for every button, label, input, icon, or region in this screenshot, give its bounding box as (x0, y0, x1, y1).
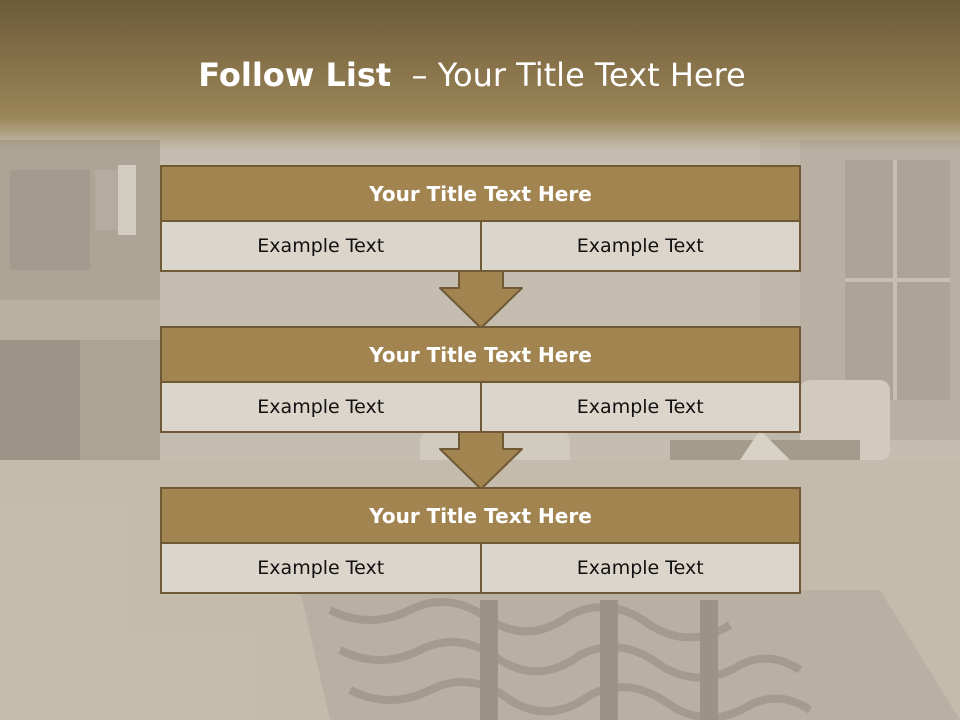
box-cell-left: Example Text (160, 222, 482, 272)
box-row: Example Text Example Text (160, 222, 801, 272)
box-title: Your Title Text Here (369, 181, 592, 206)
list-box-2: Your Title Text Here Example Text Exampl… (160, 326, 801, 433)
box-title: Your Title Text Here (369, 503, 592, 528)
slide-title: Follow List – Your Title Text Here (0, 56, 960, 94)
box-cell-left: Example Text (160, 544, 482, 594)
box-cell-right: Example Text (481, 544, 801, 594)
box-row: Example Text Example Text (160, 383, 801, 433)
box-cell-left: Example Text (160, 383, 482, 433)
box-cell-right: Example Text (481, 383, 801, 433)
title-rest: – Your Title Text Here (411, 56, 746, 94)
down-arrow-icon (439, 270, 523, 329)
header-band (0, 0, 960, 150)
list-box-3: Your Title Text Here Example Text Exampl… (160, 487, 801, 594)
box-title-bar: Your Title Text Here (160, 326, 801, 383)
box-title: Your Title Text Here (369, 342, 592, 367)
box-cell-right: Example Text (481, 222, 801, 272)
down-arrow-icon (439, 431, 523, 490)
box-title-bar: Your Title Text Here (160, 487, 801, 544)
box-title-bar: Your Title Text Here (160, 165, 801, 222)
box-row: Example Text Example Text (160, 544, 801, 594)
list-box-1: Your Title Text Here Example Text Exampl… (160, 165, 801, 272)
title-strong: Follow List (198, 56, 392, 94)
